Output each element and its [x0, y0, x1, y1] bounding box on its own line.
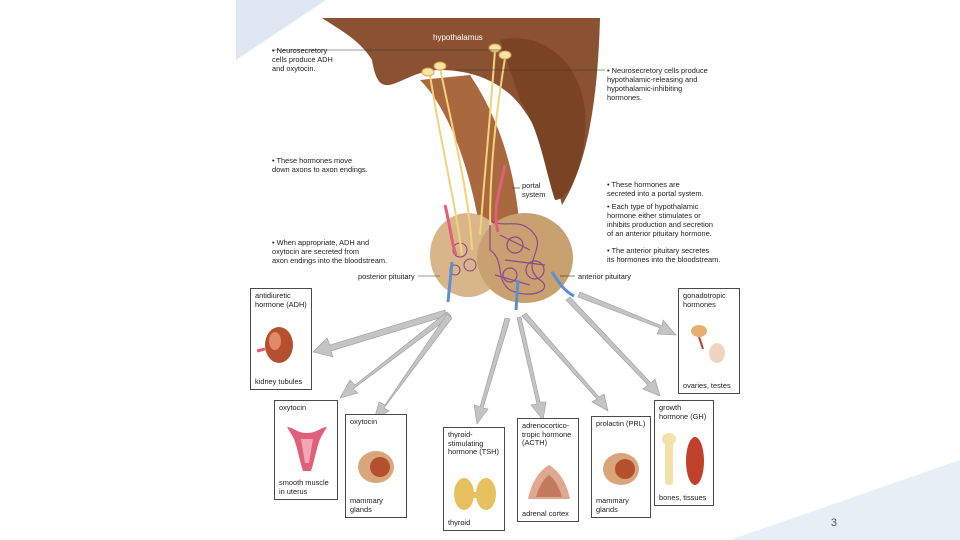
hormone-card-adh: antidiuretic hormone (ADH) kidney tubule… — [250, 288, 312, 390]
bones-tissues-illustration — [662, 433, 704, 485]
axons — [429, 49, 506, 256]
adrenal-cortex-illustration — [528, 465, 570, 499]
hypothalamus-label: hypothalamus — [433, 33, 483, 42]
brain-lobe-right — [500, 38, 586, 200]
card-hormone-label: gonadotropic hormones — [683, 291, 726, 309]
card-hormone-label: oxytocin — [279, 403, 307, 412]
thyroid-illustration — [454, 478, 496, 510]
pointer-lines — [272, 49, 605, 277]
mammary-gland-illustration — [358, 451, 394, 483]
hormone-card-acth: adrenocortico- tropic hormone (ACTH) adr… — [517, 418, 579, 522]
posterior-pituitary-label: posterior pituitary — [358, 272, 415, 281]
card-hormone-label: antidiuretic hormone (ADH) — [255, 291, 307, 309]
blood-vessels — [443, 164, 575, 311]
note-left-2: • These hormones move down axons to axon… — [272, 156, 368, 174]
card-hormone-label: growth hormone (GH) — [659, 403, 707, 421]
card-hormone-label: oxytocin — [350, 417, 378, 426]
hormone-card-oxytocin-uterus: oxytocin smooth muscle in uterus — [274, 400, 338, 500]
card-target-label: mammary glands — [596, 496, 629, 514]
hormone-card-prl: prolactin (PRL) mammary glands — [591, 416, 651, 518]
card-target-label: bones, tissues — [659, 492, 707, 502]
hormone-card-gh: growth hormone (GH) bones, tissues — [654, 400, 714, 506]
card-hormone-label: prolactin (PRL) — [596, 419, 646, 428]
card-target-label: mammary glands — [350, 496, 383, 514]
page-number: 3 — [830, 517, 837, 529]
uterus-illustration — [287, 427, 327, 471]
hormone-card-oxytocin-mammary: oxytocin mammary glands — [345, 414, 407, 518]
portal-system-label: portal system — [522, 181, 546, 199]
pituitary-stalk — [420, 75, 520, 230]
decorative-corner-bottom-right — [730, 460, 960, 540]
card-target-label: thyroid — [448, 517, 471, 527]
card-target-label: kidney tubules — [255, 376, 303, 386]
card-target-label: smooth muscle in uterus — [279, 478, 329, 496]
note-right-4: • The anterior pituitary secretes its ho… — [607, 246, 721, 264]
card-target-label: ovaries, testes — [683, 380, 731, 390]
mammary-gland-illustration — [603, 453, 639, 485]
note-right-2: • These hormones are secreted into a por… — [607, 180, 704, 198]
anterior-pituitary-label: anterior pituitary — [578, 272, 631, 281]
card-target-label: adrenal cortex — [522, 508, 569, 518]
card-hormone-label: adrenocortico- tropic hormone (ACTH) — [522, 421, 572, 447]
decorative-corner-top-left — [236, 0, 326, 60]
card-hormone-label: thyroid- stimulating hormone (TSH) — [448, 430, 499, 456]
hormone-card-gonadotropic: gonadotropic hormones ovaries, testes — [678, 288, 740, 394]
portal-capillaries — [489, 218, 546, 295]
note-left-3: • When appropriate, ADH and oxytocin are… — [272, 238, 388, 265]
note-right-1: • Neurosecretory cells produce hypothala… — [607, 66, 708, 102]
ovaries-testes-illustration — [691, 325, 725, 363]
note-right-3: • Each type of hypothalamic hormone eith… — [607, 202, 713, 238]
hormone-arrows — [312, 291, 677, 425]
kidney-illustration — [256, 327, 293, 363]
note-left-1: • Neurosecretory cells produce ADH and o… — [272, 46, 333, 73]
hormone-card-tsh: thyroid- stimulating hormone (TSH) thyro… — [443, 427, 505, 531]
